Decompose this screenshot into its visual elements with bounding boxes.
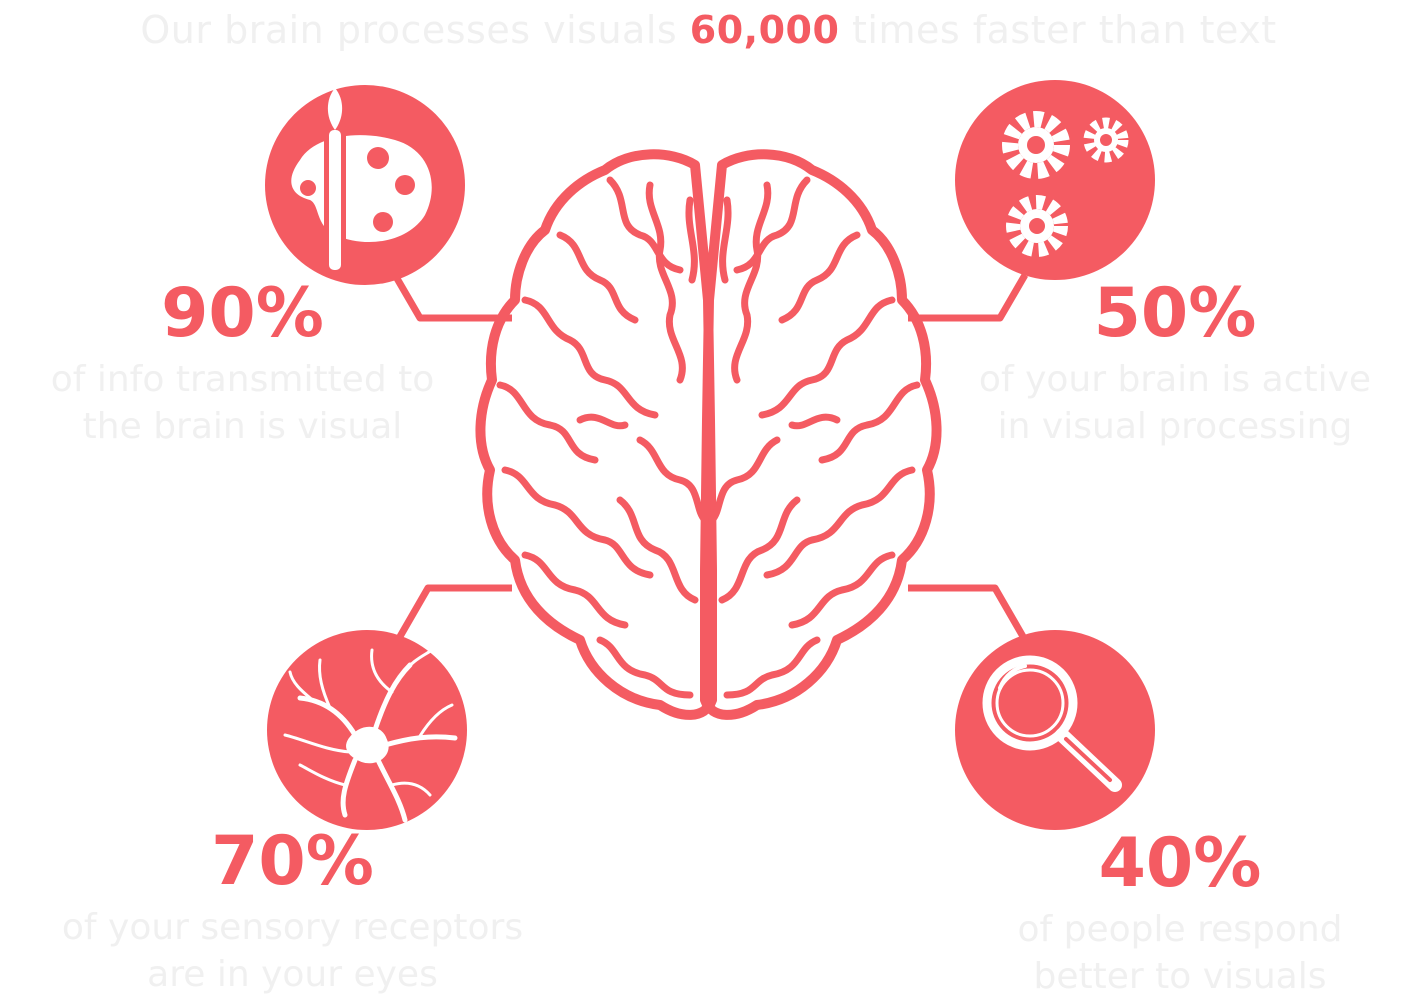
gears-icon [1002, 111, 1129, 257]
stat-percent: 50% [1093, 274, 1257, 353]
stat-line: in visual processing [997, 406, 1353, 447]
connector-top-right [908, 273, 1029, 322]
stat-percent: 70% [211, 822, 374, 901]
stat-description: of people respond better to visuals [985, 906, 1375, 1000]
neuron-circle [267, 630, 467, 830]
stat-line: of your brain is active [978, 359, 1372, 400]
stat-top-left: 90% of info transmitted to the brain is … [30, 280, 455, 450]
connector-bottom-left [394, 584, 512, 642]
palette-circle [265, 85, 465, 285]
stat-line: of info transmitted to [50, 359, 435, 400]
neuron-icon [283, 648, 458, 823]
headline: Our brain processes visuals 60,000 times… [0, 8, 1417, 52]
magnifier-circle [955, 630, 1155, 830]
stat-line: are in your eyes [147, 954, 438, 995]
stat-top-right: 50% of your brain is active in visual pr… [950, 280, 1400, 450]
headline-before: Our brain processes visuals [140, 8, 678, 52]
stat-description: of your sensory receptors are in your ey… [20, 904, 565, 998]
headline-after: times faster than text [852, 8, 1277, 52]
stat-description: of your brain is active in visual proces… [950, 356, 1400, 450]
magnifier-icon [982, 655, 1122, 792]
stat-line: better to visuals [1033, 956, 1327, 997]
connector-lines [391, 273, 1029, 642]
stat-line: of your sensory receptors [61, 907, 524, 948]
stat-percent: 40% [1098, 824, 1262, 903]
connector-bottom-right [908, 584, 1029, 642]
paint-palette-icon [291, 88, 432, 275]
brain-icon [475, 149, 942, 720]
gears-circle [955, 80, 1155, 280]
stat-bottom-right: 40% of people respond better to visuals [985, 830, 1375, 1000]
stat-line: of people respond [1017, 909, 1343, 950]
stat-line: the brain is visual [82, 406, 403, 447]
stat-description: of info transmitted to the brain is visu… [30, 356, 455, 450]
stat-bottom-left: 70% of your sensory receptors are in you… [20, 828, 565, 998]
stat-percent: 90% [161, 274, 324, 353]
headline-highlight: 60,000 [689, 8, 840, 52]
connector-top-left [391, 273, 512, 322]
